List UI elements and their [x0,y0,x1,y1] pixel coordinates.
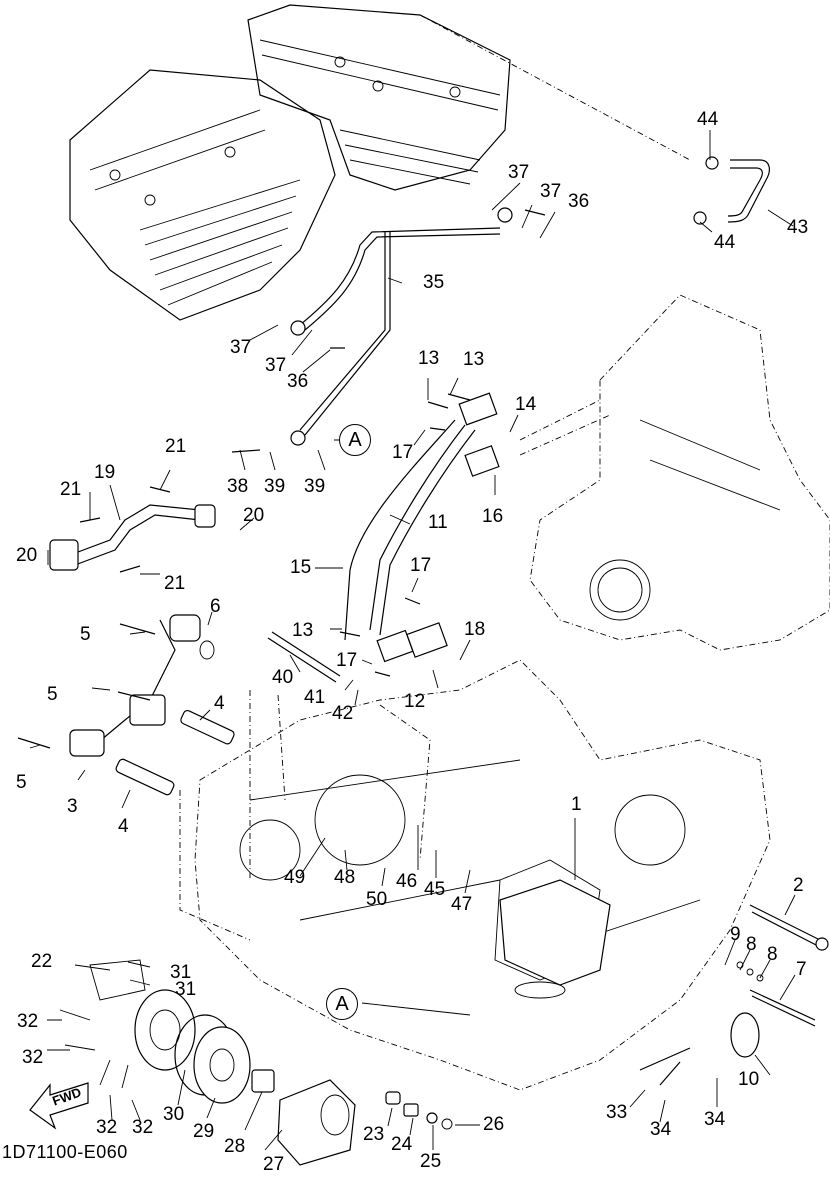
oil-filter-parts [59,959,453,1166]
callout-35: 35 [423,272,445,293]
callout-30: 30 [163,1104,185,1125]
diagram-code: 1D71100-E060 [2,1142,128,1162]
callout-38: 38 [227,476,249,497]
callout-12: 12 [404,691,426,712]
callout-49: 49 [284,867,306,888]
callout-26: 26 [483,1114,505,1135]
callout-10: 10 [738,1069,760,1090]
callout-5: 5 [47,684,58,705]
callout-19: 19 [94,462,116,483]
breather-hose-43 [693,156,770,225]
callout-1: 1 [571,794,582,815]
callout-16: 16 [482,506,504,527]
callout-8: 8 [746,934,757,955]
callout-21: 21 [164,573,186,594]
callout-17: 17 [392,442,414,463]
crankcase-lower [194,659,771,1091]
callout-43: 43 [787,217,809,238]
callout-40: 40 [272,667,294,688]
callout-17: 17 [336,650,358,671]
callout-37: 37 [265,355,287,376]
callout-41: 41 [304,687,326,708]
callout-32: 32 [22,1047,44,1068]
callout-20: 20 [243,505,265,526]
callout-47: 47 [451,894,473,915]
callout-29: 29 [193,1121,215,1142]
callout-17: 17 [410,555,432,576]
callout-8: 8 [767,944,778,965]
callout-27: 27 [263,1154,285,1175]
callout-6: 6 [210,596,221,617]
callout-9: 9 [730,924,741,945]
reference-marker-a: A [326,988,358,1020]
callout-25: 25 [420,1151,442,1172]
oil-return-pipe-11 [344,392,500,663]
callout-13: 13 [292,620,314,641]
callout-50: 50 [366,889,388,910]
callout-33: 33 [606,1102,628,1123]
callout-21: 21 [165,436,187,457]
callout-32: 32 [132,1117,154,1138]
callout-42: 42 [332,703,354,724]
callout-36: 36 [568,191,590,212]
callout-18: 18 [464,619,486,640]
callout-7: 7 [796,959,807,980]
callout-44: 44 [714,232,736,253]
callout-11: 11 [428,512,448,533]
callout-39: 39 [304,476,326,497]
callout-37: 37 [508,162,530,183]
forward-direction-arrow [29,1082,89,1130]
callout-4: 4 [214,693,225,714]
callout-21: 21 [60,479,82,500]
cylinder-head-front [69,69,336,321]
callout-2: 2 [793,875,804,896]
callout-24: 24 [391,1134,413,1155]
callout-5: 5 [16,772,27,793]
crankcase-right-upper [519,294,830,651]
callout-45: 45 [424,879,446,900]
callout-37: 37 [230,337,252,358]
callout-34: 34 [650,1119,672,1140]
callout-44: 44 [697,109,719,130]
callout-20: 20 [16,545,38,566]
callout-36: 36 [287,371,309,392]
leader-lines [29,130,796,1151]
callout-37: 37 [540,181,562,202]
callout-32: 32 [96,1117,118,1138]
callout-34: 34 [704,1109,726,1130]
callout-4: 4 [118,816,129,837]
oil-strainer-assembly [69,614,235,796]
callout-3: 3 [67,796,78,817]
oil-pipe-19 [49,504,216,571]
callout-14: 14 [515,394,537,415]
bolts [17,209,546,749]
callout-13: 13 [463,349,485,370]
callout-28: 28 [224,1136,246,1157]
callout-13: 13 [418,348,440,369]
callout-46: 46 [396,871,418,892]
callout-32: 32 [17,1011,39,1032]
oil-pump-bolts [499,879,829,1086]
reference-marker-a: A [339,424,371,456]
callout-31: 31 [175,979,197,1000]
callout-22: 22 [31,951,53,972]
oil-delivery-pipe-35 [290,207,513,446]
callout-5: 5 [80,624,91,645]
callout-39: 39 [264,476,286,497]
cylinder-head-rear [247,4,691,191]
callout-31: 31 [170,962,192,983]
callout-15: 15 [290,557,312,578]
callout-48: 48 [334,867,356,888]
callout-23: 23 [363,1124,385,1145]
